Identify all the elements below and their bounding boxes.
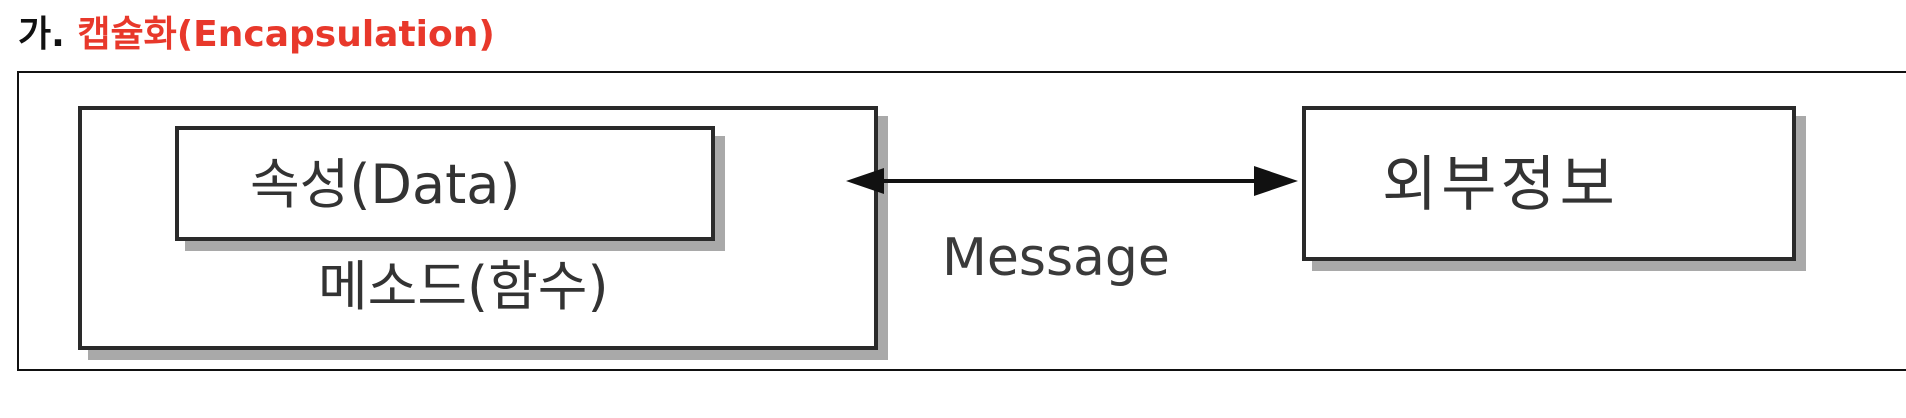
attribute-box bbox=[175, 126, 715, 241]
external-info-label: 외부정보 bbox=[1382, 150, 1619, 220]
external-info-box bbox=[1302, 106, 1796, 261]
method-label: 메소드(함수) bbox=[318, 255, 609, 318]
heading-title: 캡슐화(Encapsulation) bbox=[77, 14, 495, 55]
section-heading: 가. 캡슐화(Encapsulation) bbox=[18, 10, 495, 60]
diagram-frame bbox=[17, 71, 1906, 371]
arrow-head-right bbox=[1254, 166, 1298, 196]
arrow-head-left bbox=[846, 168, 884, 194]
heading-prefix: 가. bbox=[18, 14, 65, 55]
message-label: Message bbox=[942, 228, 1170, 288]
attribute-label: 속성(Data) bbox=[250, 153, 521, 216]
